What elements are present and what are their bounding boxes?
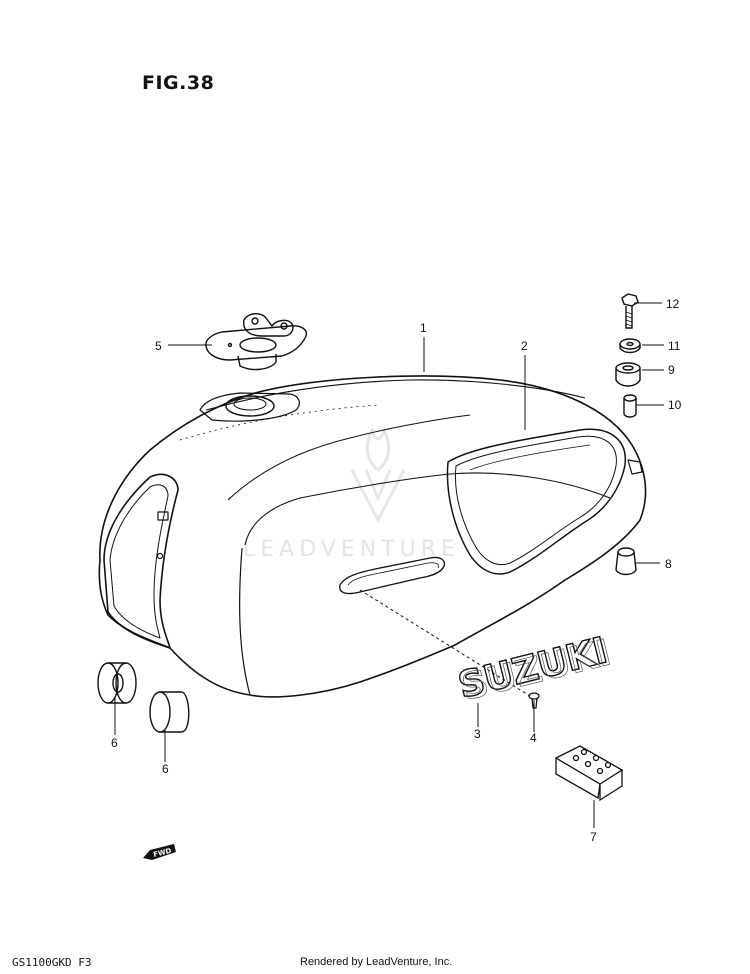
- watermark-text: LEADVENTURE: [243, 537, 460, 562]
- callout-2: 2: [521, 339, 528, 353]
- callout-10: 10: [668, 398, 682, 412]
- leader-lines: [114, 302, 664, 828]
- callout-6b: 6: [162, 762, 169, 776]
- render-credit: Rendered by LeadVenture, Inc.: [300, 956, 453, 968]
- callout-12: 12: [666, 297, 680, 311]
- washer[interactable]: [619, 338, 641, 354]
- fuel-cap[interactable]: [205, 313, 308, 371]
- screw[interactable]: [528, 692, 540, 709]
- bolt[interactable]: [621, 293, 639, 329]
- suzuki-emblem[interactable]: SUZUKI SUZUKI: [454, 630, 616, 710]
- fwd-label: FWD: [153, 847, 173, 859]
- callout-5: 5: [155, 339, 162, 353]
- model-code: GS1100GKD F3: [12, 956, 92, 969]
- figure-title: FIG.38: [142, 72, 215, 94]
- cushion[interactable]: [615, 547, 637, 576]
- spacer[interactable]: [623, 394, 637, 418]
- callout-4: 4: [530, 731, 537, 745]
- grommet-1[interactable]: [97, 662, 137, 704]
- side-panel[interactable]: [446, 428, 626, 575]
- fuel-tank[interactable]: [98, 375, 647, 698]
- callout-6a: 6: [111, 736, 118, 750]
- emblem-text-outline: SUZUKI: [458, 632, 615, 709]
- emblem-slot: [339, 556, 446, 595]
- fwd-arrow-icon: FWD: [143, 844, 176, 860]
- collar[interactable]: [615, 362, 641, 387]
- grommet-2[interactable]: [149, 691, 190, 733]
- rubber-damper[interactable]: [554, 745, 624, 802]
- callout-3: 3: [474, 727, 481, 741]
- callout-7: 7: [590, 830, 597, 844]
- callout-8: 8: [665, 557, 672, 571]
- callout-1: 1: [420, 321, 427, 335]
- watermark: LEADVENTURE: [243, 426, 460, 562]
- callout-numbers: 1 2 3 4 5 6 6 7 8 9 10 11 12: [111, 297, 682, 844]
- callout-11: 11: [668, 339, 681, 353]
- callout-9: 9: [668, 363, 675, 377]
